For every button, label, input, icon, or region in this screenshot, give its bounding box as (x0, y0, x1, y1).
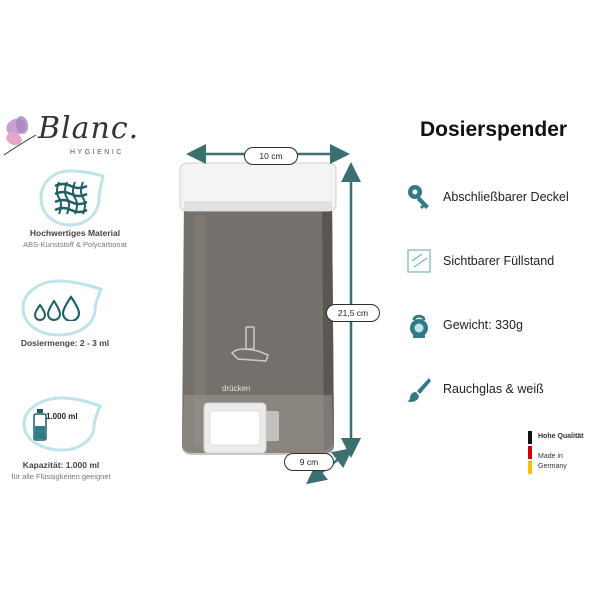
made-in-label: Made in (538, 453, 563, 460)
spec-label: Abschließbarer Deckel (443, 190, 569, 204)
spec-colors: Rauchglas & weiß (405, 375, 600, 405)
product-illustration: drücken (172, 155, 362, 480)
butterfly-icon (3, 116, 37, 156)
kettlebell-icon (410, 314, 428, 338)
dosage-badge (21, 279, 104, 337)
spec-fill-level: Sichtbarer Füllstand (405, 247, 600, 277)
spec-lockable-lid: Abschließbarer Deckel (405, 183, 600, 213)
material-badge (37, 168, 107, 228)
spec-weight: Gewicht: 330g (405, 311, 600, 341)
feature-dosage: Dosiermenge: 2 - 3 ml (0, 338, 140, 348)
feature-title: Kapazität: 1.000 ml (22, 460, 100, 470)
feature-title: Hochwertiges Material (29, 228, 121, 238)
feature-subtitle: ABS-Kunststoff & Polycarbonat (23, 240, 127, 249)
dimension-width: 10 cm (244, 147, 298, 165)
flag-red-stripe (528, 446, 532, 459)
feature-subtitle: für alle Flüssigkeiten geeignet (11, 472, 111, 481)
dimension-depth: 9 cm (284, 453, 334, 471)
mesh-material-icon (54, 181, 88, 215)
country-label: Germany (538, 463, 567, 470)
feature-material: Hochwertiges Material ABS-Kunststoff & P… (0, 228, 150, 249)
key-icon (408, 185, 429, 209)
spec-label: Gewicht: 330g (443, 318, 523, 332)
product-title: Dosierspender (420, 118, 568, 141)
feature-title: Dosiermenge: 2 - 3 ml (20, 338, 110, 348)
quality-label: Hohe Qualität (538, 433, 584, 440)
flag-black-stripe (528, 431, 532, 444)
capacity-badge: 1.000 ml (22, 396, 102, 452)
spec-label: Rauchglas & weiß (443, 382, 544, 396)
brand-tagline: HYGIENIC (70, 149, 124, 156)
brand-name: Blanc. (38, 111, 140, 146)
paintbrush-icon (407, 378, 431, 402)
fill-level-icon (407, 249, 431, 273)
drops-icon (33, 295, 81, 321)
flag-gold-stripe (528, 461, 532, 474)
dimension-height: 21,5 cm (326, 304, 380, 322)
spec-label: Sichtbarer Füllstand (443, 254, 555, 268)
bottle-volume-label: 1.000 ml (46, 412, 78, 421)
dispenser-press-label: drücken (222, 384, 251, 393)
brand-logo: Blanc. HYGIENIC (0, 105, 138, 165)
feature-capacity: Kapazität: 1.000 ml für alle Flüssigkeit… (0, 460, 136, 481)
bottle-icon (33, 409, 47, 441)
